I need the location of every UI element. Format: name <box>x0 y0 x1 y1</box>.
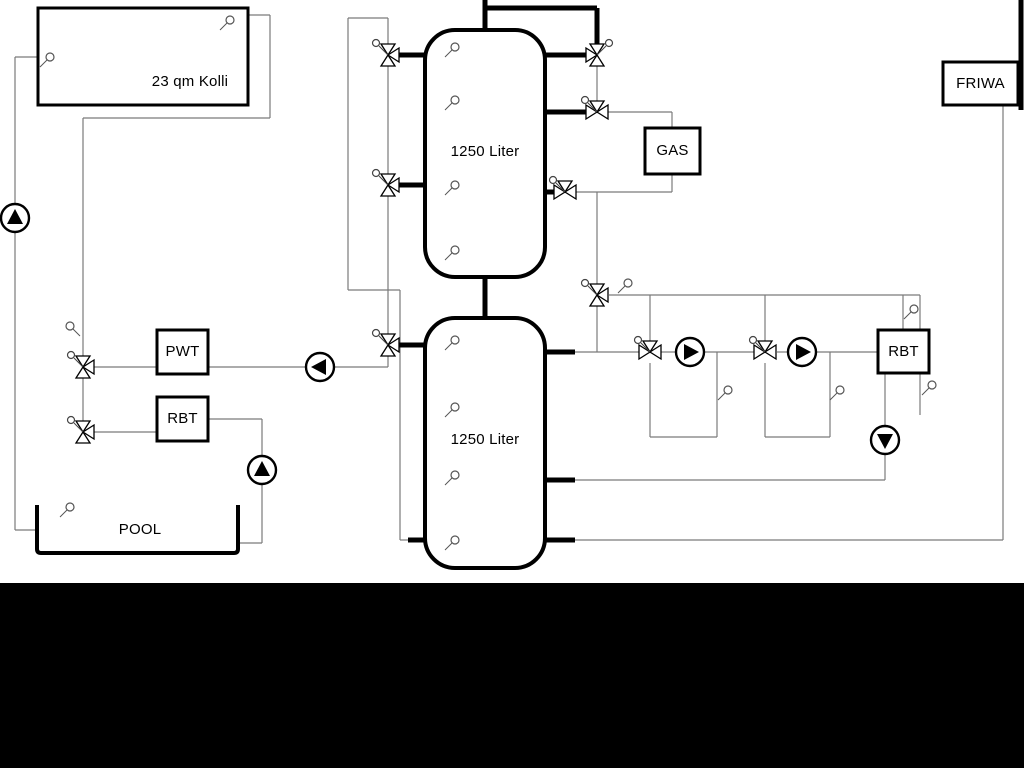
gas-boiler-box <box>643 126 702 176</box>
temperature-sensor-solar-riser <box>65 321 81 337</box>
circuit-1-pump <box>674 336 706 368</box>
three-way-valve-circuit-1 <box>633 335 662 360</box>
piping-diagram <box>0 0 1024 570</box>
tank2-label: 1250 Liter <box>450 431 520 448</box>
temperature-sensor-circuit-2 <box>829 385 845 401</box>
friwa-station-box <box>941 60 1020 107</box>
pwt-label: PWT <box>165 343 200 360</box>
three-way-valve-tank1-top <box>371 38 400 67</box>
gas-label: GAS <box>656 142 689 159</box>
rbt-right-box <box>876 328 931 375</box>
buffer-tank-1 <box>423 28 547 279</box>
temperature-sensor-rbt-supply <box>903 304 919 320</box>
rbt-return-pump <box>869 424 901 456</box>
pool-pump <box>246 454 278 486</box>
rbt-left-label: RBT <box>167 410 198 427</box>
rbt-left-box <box>155 395 210 443</box>
temperature-sensor-distribution <box>617 278 633 294</box>
temperature-sensor-pool <box>59 502 75 518</box>
collector-label: 23 qm Kolli <box>151 73 229 90</box>
pool-label: POOL <box>118 521 162 538</box>
tank1-label: 1250 Liter <box>450 143 520 160</box>
pool-basin <box>35 505 240 555</box>
letterbox-bar <box>0 583 1024 768</box>
temperature-sensor-circuit-1 <box>717 385 733 401</box>
pwt-charge-pump <box>304 351 336 383</box>
temperature-sensor-rbt-right <box>921 380 937 396</box>
circuit-2-pump <box>786 336 818 368</box>
three-way-valve-circuit-2 <box>748 335 777 360</box>
buffer-tank-2 <box>423 316 547 570</box>
three-way-valve-rbt-left <box>66 415 95 444</box>
solar-pump <box>0 202 31 234</box>
three-way-valve-tank1-mid <box>371 168 400 197</box>
three-way-valve-gas-return <box>548 175 577 200</box>
three-way-valve-gas-flow <box>580 95 609 120</box>
thick-pipes <box>399 0 1024 543</box>
three-way-valve-pwt <box>66 350 95 379</box>
three-way-valve-distribution <box>580 278 609 307</box>
three-way-valve-tank1-right-top <box>585 38 614 67</box>
three-way-valve-tank2-top <box>371 328 400 357</box>
heat-exchanger-pwt-box <box>155 328 210 376</box>
solar-collector-box <box>36 6 250 107</box>
rbt-right-label: RBT <box>888 343 919 360</box>
friwa-label: FRIWA <box>956 75 1005 92</box>
